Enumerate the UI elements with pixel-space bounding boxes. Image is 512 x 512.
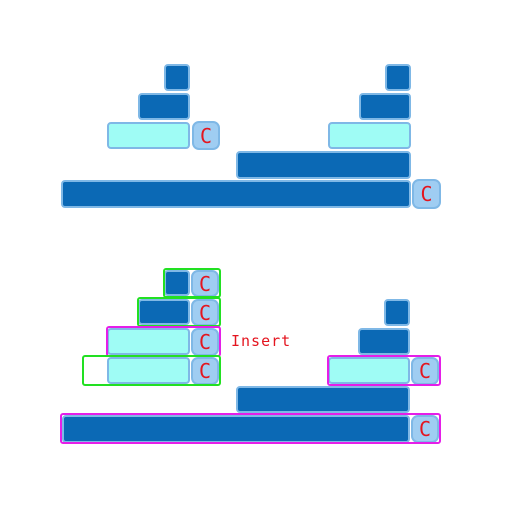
top-right-small-block (385, 64, 411, 91)
magenta-outline-3 (60, 413, 441, 444)
green-outline-3 (82, 355, 221, 386)
bottom-c-block-4: C (191, 357, 219, 385)
bottom-left-light-block-2 (107, 357, 190, 384)
top-left-light-block (107, 122, 190, 149)
bottom-right-medium-block (358, 328, 410, 355)
bottom-wide-block (236, 386, 410, 413)
bottom-base-c-block: C (411, 415, 439, 443)
green-outline-1 (163, 268, 221, 298)
top-right-light-block (328, 122, 411, 149)
bottom-left-light-block-1 (107, 328, 190, 355)
top-left-small-block (164, 64, 190, 91)
green-outline-2 (137, 297, 221, 327)
bottom-right-light-block (328, 357, 410, 384)
magenta-outline-2 (327, 355, 441, 386)
bottom-c-block-2: C (191, 299, 219, 326)
top-base-block (61, 180, 411, 208)
top-left-c-block: C (192, 121, 220, 150)
top-wide-block (236, 151, 411, 179)
top-base-c-block: C (412, 179, 441, 209)
bottom-right-small-block (384, 299, 410, 326)
top-left-medium-block (138, 93, 190, 120)
insert-label: Insert (231, 332, 292, 350)
magenta-outline-1 (106, 326, 221, 357)
bottom-c-block-1: C (191, 270, 219, 297)
bottom-left-small-block (164, 270, 190, 296)
bottom-left-medium-block (138, 299, 190, 325)
top-right-medium-block (359, 93, 411, 120)
